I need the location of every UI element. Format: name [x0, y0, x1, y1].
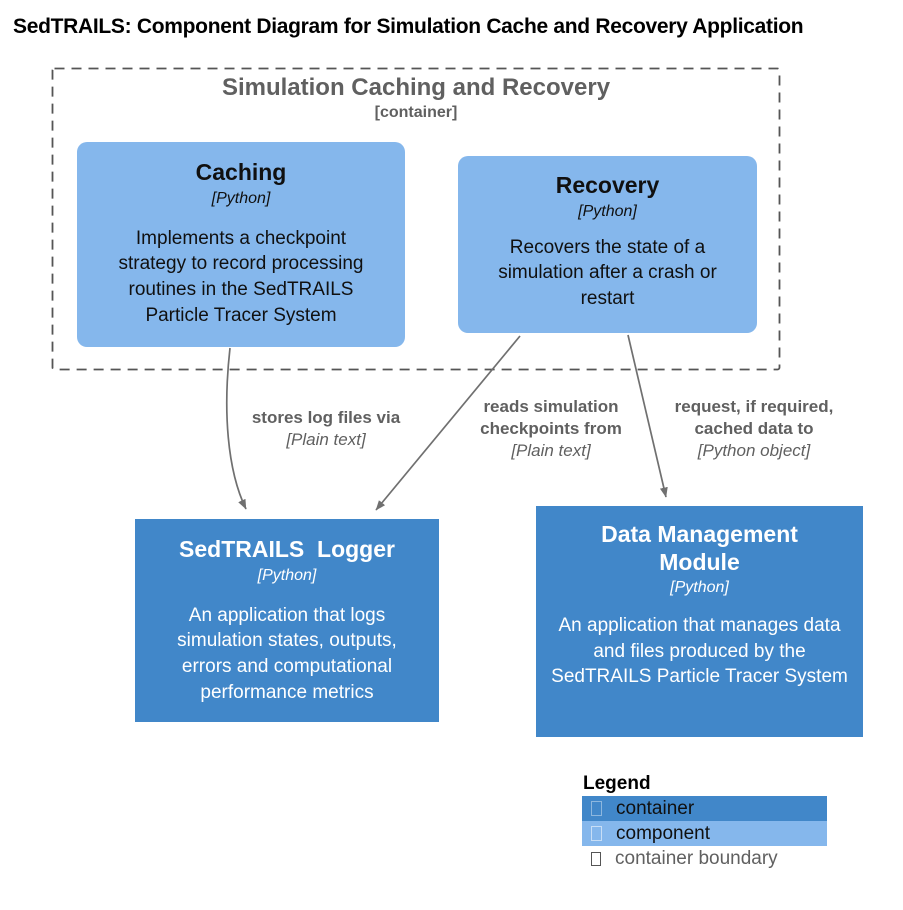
node-sedtrails-logger: SedTRAILS Logger [Python] An application…: [135, 519, 439, 722]
edge-label-request-cached-data: request, if required, cached data to [Py…: [650, 396, 858, 461]
boundary-subtitle: [container]: [374, 104, 458, 121]
legend-item-label: component: [616, 822, 711, 844]
data-management-tech: [Python]: [670, 579, 729, 597]
logger-title: SedTRAILS Logger: [179, 536, 395, 562]
container-swatch-icon: [591, 801, 602, 816]
edge-label-tech: [Python object]: [697, 440, 811, 460]
node-recovery: Recovery [Python] Recovers the state of …: [458, 156, 757, 333]
logger-tech: [Python]: [257, 566, 317, 584]
boundary-title: Simulation Caching and Recovery: [221, 74, 611, 101]
component-swatch-icon: [591, 826, 602, 841]
edge-label-reads-checkpoints: reads simulation checkpoints from [Plain…: [458, 396, 644, 461]
diagram-title: SedTRAILS: Component Diagram for Simulat…: [13, 15, 804, 38]
data-management-description: An application that manages data and fil…: [551, 615, 848, 688]
container-boundary-label: Simulation Caching and Recovery [contain…: [52, 74, 780, 122]
edge-label-stores-log-files: stores log files via [Plain text]: [216, 407, 436, 451]
legend-title: Legend: [583, 773, 651, 794]
caching-description: Implements a checkpoint strategy to reco…: [118, 227, 364, 326]
node-data-management-module: Data Management Module [Python] An appli…: [536, 506, 863, 737]
legend-item-container: container: [582, 796, 827, 821]
data-management-title: Data Management Module: [601, 521, 805, 575]
edge-label-text: request, if required, cached data to: [674, 397, 834, 438]
legend: container component container boundary: [582, 796, 827, 871]
boundary-swatch-icon: [591, 851, 601, 866]
edge-label-text: stores log files via: [251, 408, 401, 427]
recovery-tech: [Python]: [578, 202, 637, 220]
edge-label-tech: [Plain text]: [286, 429, 366, 449]
legend-item-container-boundary: container boundary: [582, 846, 827, 871]
caching-title: Caching: [195, 159, 287, 185]
legend-item-label: container: [616, 797, 695, 819]
recovery-title: Recovery: [555, 172, 660, 198]
edge-label-tech: [Plain text]: [511, 440, 591, 460]
caching-tech: [Python]: [211, 189, 271, 207]
logger-description: An application that logs simulation stat…: [177, 604, 397, 703]
node-caching: Caching [Python] Implements a checkpoint…: [77, 142, 405, 347]
edge-label-text: reads simulation checkpoints from: [480, 397, 622, 438]
legend-item-label: container boundary: [615, 847, 778, 869]
recovery-description: Recovers the state of a simulation after…: [498, 236, 717, 309]
legend-item-component: component: [582, 821, 827, 846]
